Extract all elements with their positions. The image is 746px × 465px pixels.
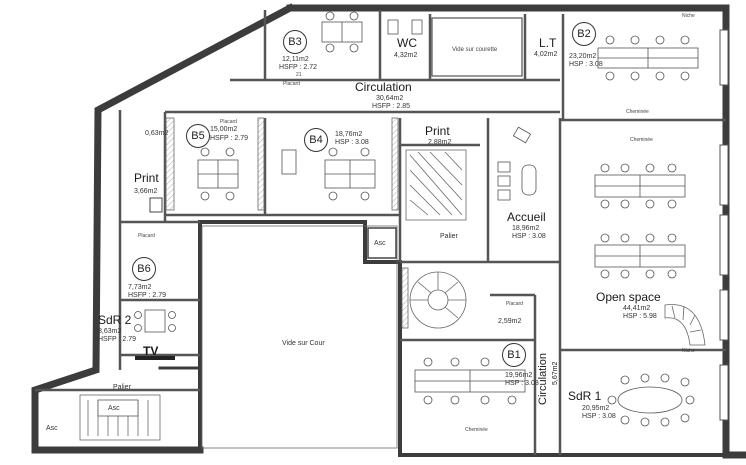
sdr2-hsp: HSFP : 2.79 <box>98 336 137 343</box>
accueil-area: 18,96m2 <box>512 225 540 232</box>
chairs-openspace <box>600 163 677 279</box>
room-b2-area: 23,20m2 <box>569 53 597 60</box>
sdr2-area: 8,63m2 <box>98 328 122 335</box>
palier-low-label: Palier <box>113 384 131 391</box>
room-b6-area: 7,73m2 <box>128 284 152 291</box>
desks-b3 <box>321 11 363 53</box>
room-b3-tag: B3 <box>283 30 307 54</box>
vide-cour-label: Vide sur Cour <box>282 340 325 347</box>
openspace-hsp: HSP : 5.98 <box>623 313 657 320</box>
cheminee-note-2: Cheminée <box>630 137 653 143</box>
accueil-name: Accueil <box>507 210 546 224</box>
room-b6-hsp: HSFP : 2.79 <box>128 292 167 299</box>
placard-note-1: Placard <box>283 81 300 87</box>
room-b1-hsp: HSP : 3.08 <box>505 380 539 387</box>
circ-top-hsp: HSFP : 2.85 <box>372 103 411 110</box>
room-b4-tag: B4 <box>304 128 328 152</box>
room-b2-tag: B2 <box>572 22 596 46</box>
stair-spiral <box>409 271 467 329</box>
circ-top-name: Circulation <box>355 80 412 94</box>
desks-b1 <box>414 357 526 405</box>
room-b1-area: 19,96m2 <box>505 372 533 379</box>
print-top-area: 2,88m2 <box>428 139 452 146</box>
desks-openspace <box>594 174 686 268</box>
structural-hatch <box>165 117 409 329</box>
palier-mid-label: Palier <box>440 233 458 240</box>
openspace-name: Open space <box>596 290 661 304</box>
placard-note-3: Placard <box>138 233 155 239</box>
cheminee-note-3: Cheminée <box>465 427 488 433</box>
circ-vert-name: Circulation <box>537 353 549 405</box>
room-lt-name: L.T <box>539 36 557 50</box>
openspace-area: 44,41m2 <box>623 305 651 312</box>
stair-upper <box>405 149 467 221</box>
placard-note-2: Placard <box>220 119 237 125</box>
tv-label: TV <box>143 344 159 358</box>
asc-mid-label: Asc <box>374 240 386 247</box>
room-b2-hsp: HSP : 3.08 <box>569 61 603 68</box>
room-b4-area: 18,76m2 <box>335 131 363 138</box>
sdr1-hsp: HSP : 3.08 <box>582 413 616 420</box>
sdr1-area: 20,95m2 <box>582 405 610 412</box>
meeting-table-sdr2 <box>134 309 176 333</box>
room-b5-hsp: HSFP : 2.79 <box>210 135 249 142</box>
desks-b4 <box>281 147 376 201</box>
asc-corner-label: Asc <box>46 425 58 432</box>
placard-note-4: Placard <box>506 301 523 307</box>
niche-note-2: Niche <box>682 348 695 354</box>
reception-furniture <box>497 126 537 201</box>
interior-walls <box>35 10 726 455</box>
room-b1-tag: B1 <box>502 343 526 367</box>
circ-top-area: 30,64m2 <box>376 95 404 102</box>
cheminee-note-1: Cheminée <box>626 109 649 115</box>
room-lt-area: 4,02m2 <box>534 51 558 58</box>
courette-label: Vide sur courette <box>452 47 498 53</box>
sdr1-name: SdR 1 <box>568 389 602 403</box>
asc-low-label: Asc <box>108 405 120 412</box>
courette-box <box>431 17 523 77</box>
windows <box>719 29 729 421</box>
room-b6-tag: B6 <box>132 257 156 281</box>
room-b5-tag: B5 <box>186 124 210 148</box>
tv-unit <box>135 356 175 360</box>
wc-fixtures <box>387 19 423 35</box>
meeting-table-sdr1 <box>607 373 695 427</box>
printer-left <box>149 197 163 213</box>
stair-openspace <box>664 304 706 346</box>
room-b3-sub: 21 <box>296 72 302 78</box>
print-left-name: Print <box>134 171 159 185</box>
small-left-area: 0,63m2 <box>145 130 169 137</box>
print-left-area: 3,66m2 <box>134 188 158 195</box>
room-b3-hsp: HSFP : 2.72 <box>279 64 318 71</box>
vide-cour-box <box>201 225 398 449</box>
room-b3-area: 12,11m2 <box>282 56 309 63</box>
niche-note-1: Niche <box>682 13 695 19</box>
circ-vert-area: 5,67m2 <box>552 361 559 385</box>
room-wc-area: 4,32m2 <box>394 52 418 59</box>
room-b5-area: 15,00m2 <box>210 126 238 133</box>
accueil-hsp: HSP : 3.08 <box>512 233 546 240</box>
asc-mid-box <box>367 227 397 259</box>
desks-b5 <box>197 147 239 201</box>
sdr2-name: SdR 2 <box>98 313 132 327</box>
stair-lower-left <box>79 394 161 441</box>
room-wc-name: WC <box>397 36 417 50</box>
room-b4-hsp: HSP : 3.08 <box>335 139 369 146</box>
desks-b2 <box>597 35 699 81</box>
small-mid-area: 2,59m2 <box>498 318 522 325</box>
print-top-name: Print <box>425 124 450 138</box>
